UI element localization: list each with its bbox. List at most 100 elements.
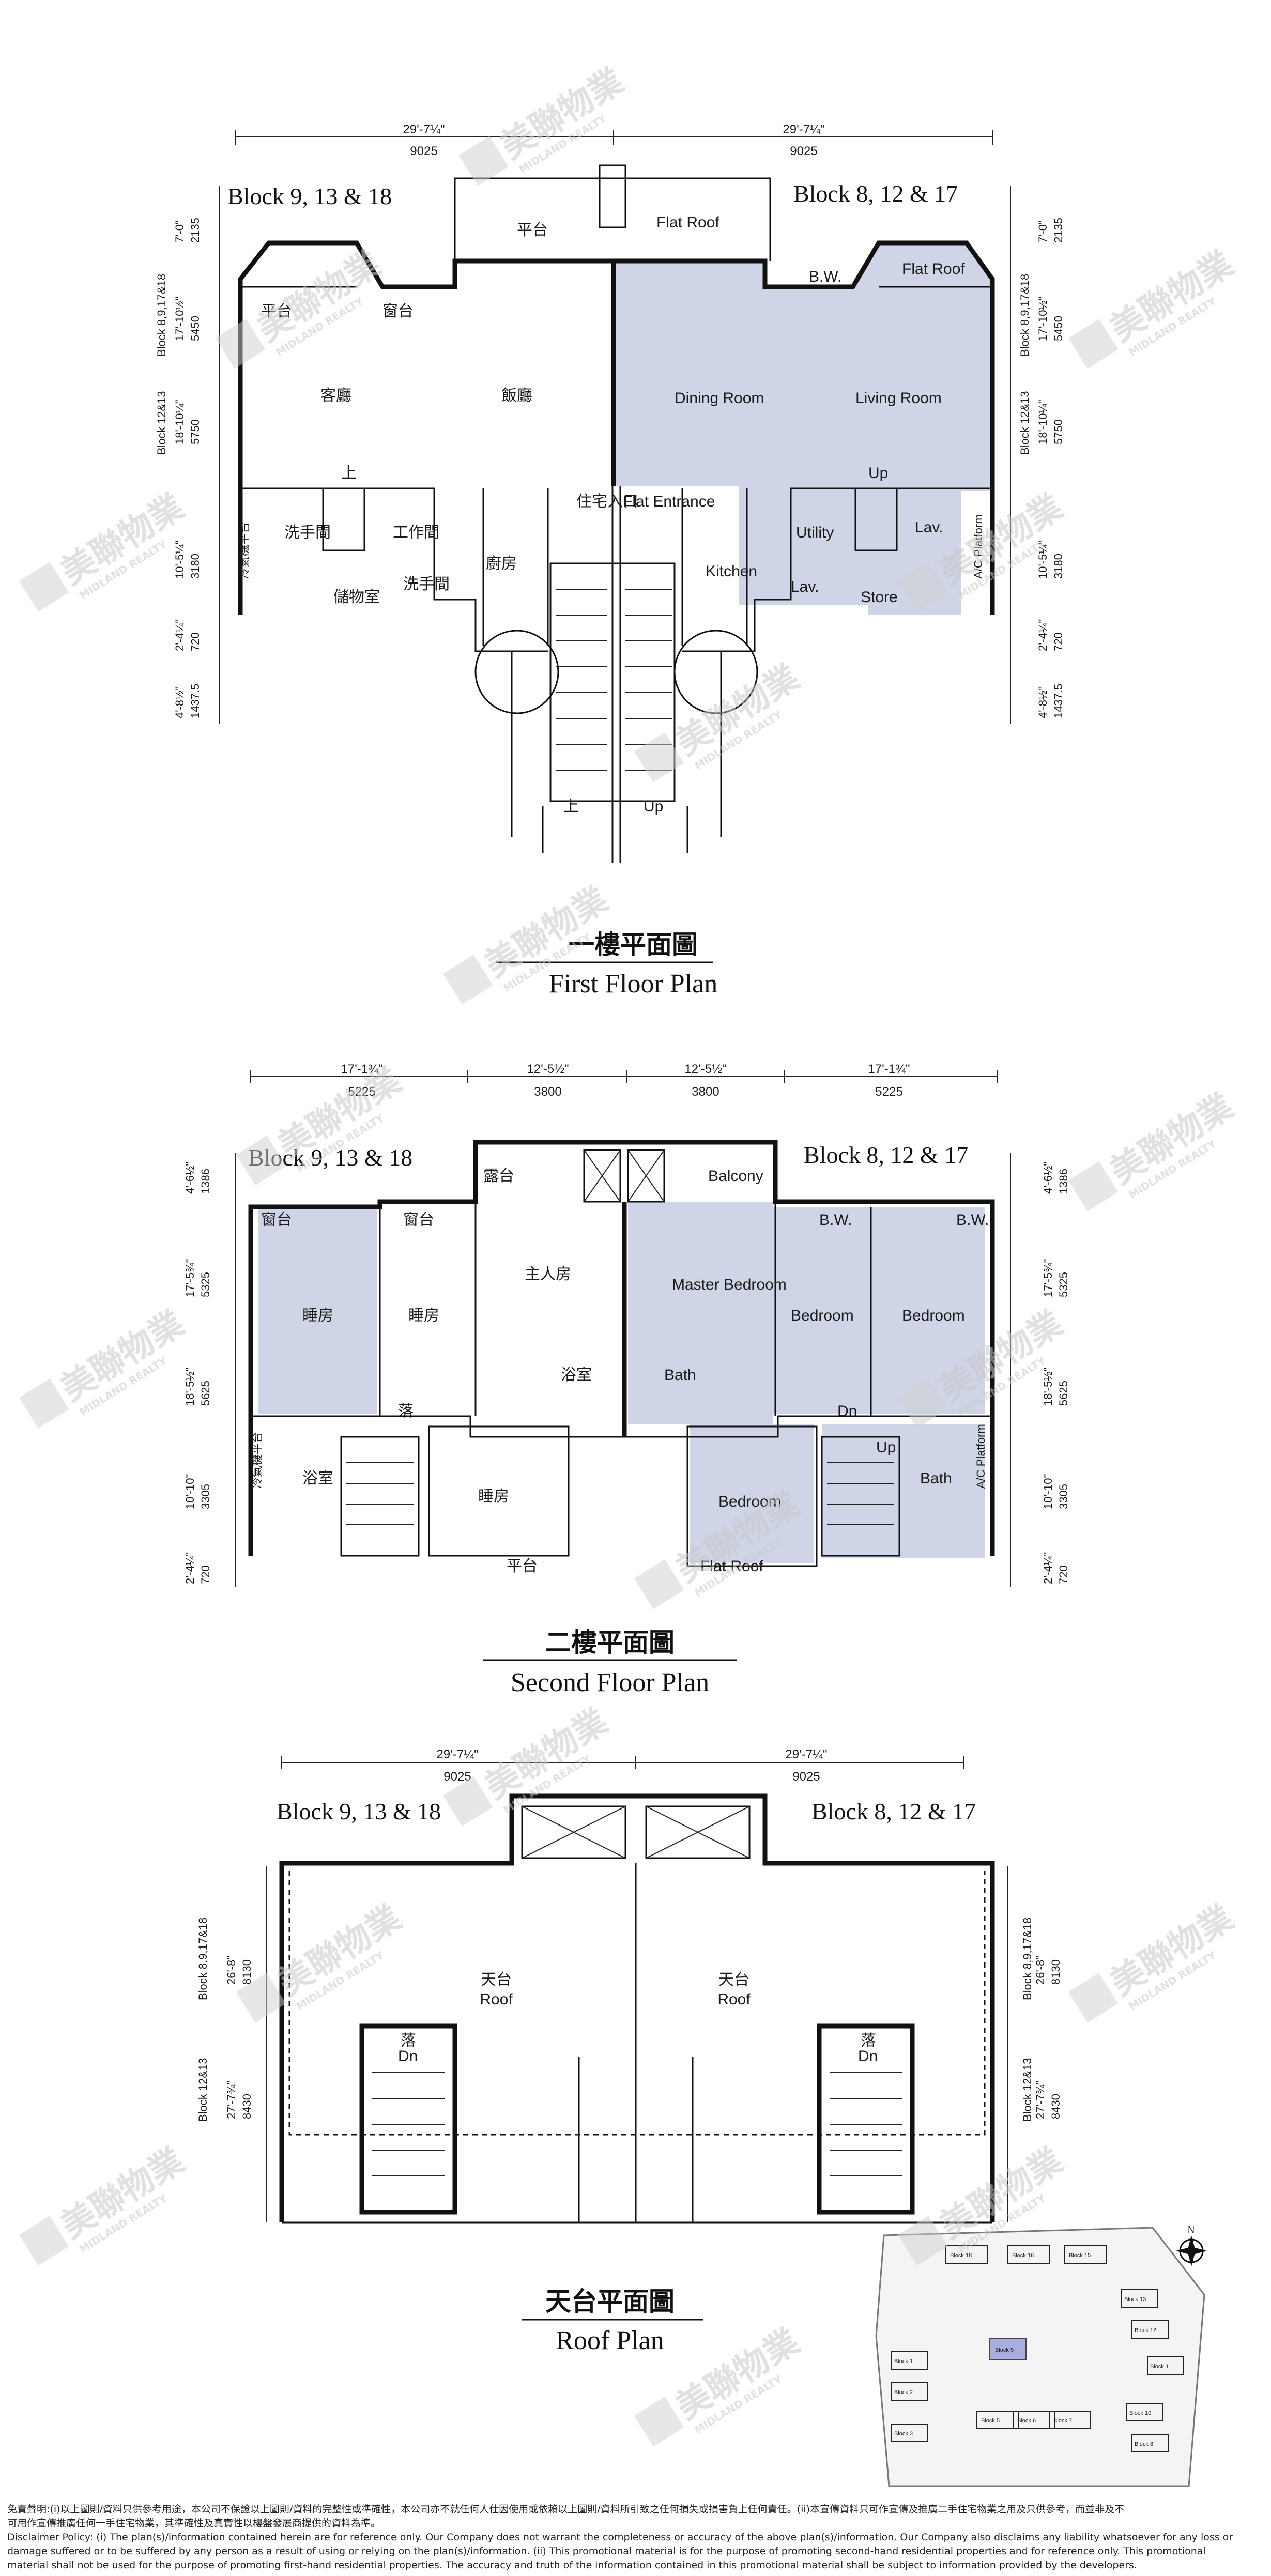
ff-room-8: 洗手間 xyxy=(284,524,331,542)
ff-room-6: 上 xyxy=(341,464,357,482)
svg-text:26'-8": 26'-8" xyxy=(1034,1956,1047,1985)
ff-block-left: Block 9, 13 & 18 xyxy=(227,183,392,209)
site-label-2: Block 16 xyxy=(1012,2252,1034,2259)
svg-text:Block 8,9,17&18: Block 8,9,17&18 xyxy=(155,274,168,357)
svg-text:5750: 5750 xyxy=(189,419,202,444)
ff-room-7: 工作間 xyxy=(393,524,439,542)
sf-room-10: 睡房 xyxy=(478,1488,509,1506)
svg-text:1386: 1386 xyxy=(199,1169,212,1194)
svg-text:17'-10½": 17'-10½" xyxy=(1036,296,1049,341)
rf-block-left: Block 9, 13 & 18 xyxy=(277,1798,441,1824)
ff-flat-roof-outline xyxy=(454,177,771,261)
ff-room-en-12: Kitchen xyxy=(706,563,757,580)
site-label-9: Block 2 xyxy=(894,2389,913,2396)
ff-right-unit-fill xyxy=(614,243,992,615)
rf-room-4: Roof xyxy=(717,1991,751,2008)
site-label-15: Block 9 xyxy=(995,2347,1014,2353)
svg-text:4'-8½": 4'-8½" xyxy=(173,686,186,718)
svg-text:Block 8,9,17&18: Block 8,9,17&18 xyxy=(196,1918,209,2000)
svg-text:Block 12&13: Block 12&13 xyxy=(1021,2058,1034,2122)
sf-dim-3-mm: 3800 xyxy=(692,1085,719,1099)
ff-room-13: 住宅入口 xyxy=(576,493,638,511)
rf-room-5: 落 xyxy=(401,2032,416,2050)
svg-text:720: 720 xyxy=(199,1565,212,1584)
sf-room-9: 浴室 xyxy=(302,1469,333,1488)
sf-dim-1-mm: 5225 xyxy=(348,1085,375,1099)
sf-room-3: 窗台 xyxy=(403,1211,434,1229)
sf-room-6: 睡房 xyxy=(408,1307,439,1325)
svg-text:7'-0": 7'-0" xyxy=(1036,220,1049,243)
site-label-11: Block 5 xyxy=(981,2418,1000,2424)
ff-room-en-5: Living Room xyxy=(855,390,942,407)
site-label-1: Block 18 xyxy=(950,2252,972,2259)
svg-text:17'-5¾": 17'-5¾" xyxy=(1042,1259,1054,1297)
sf-outer-wall xyxy=(248,1140,995,1556)
svg-text:2'-4¼": 2'-4¼" xyxy=(1036,619,1049,651)
sf-room-en-10: Bath xyxy=(920,1470,952,1487)
ff-room-en-14: Up xyxy=(644,798,663,815)
ff-room-en-11: A/C Platform xyxy=(972,514,985,579)
svg-text:18'-10¼": 18'-10¼" xyxy=(1036,400,1049,444)
sf-dim-2: 12'-5½" xyxy=(527,1062,569,1076)
ff-room-1: 平台 xyxy=(261,302,292,320)
svg-text:5450: 5450 xyxy=(189,316,202,341)
disclaimer-line-4: damage suffered or to be suffered by any… xyxy=(7,2546,1206,2557)
rf-title-cn: 天台平面圖 xyxy=(545,2287,675,2316)
svg-text:4'-8½": 4'-8½" xyxy=(1036,686,1049,718)
ff-block-right: Block 8, 12 & 17 xyxy=(793,180,958,207)
site-label-10: Block 3 xyxy=(894,2431,913,2437)
sf-room-en-2: B.W. xyxy=(819,1212,852,1229)
north-arrow-icon: N xyxy=(1176,2225,1207,2266)
rf-right-stair xyxy=(817,2023,915,2215)
rf-room-8: Dn xyxy=(858,2048,878,2065)
svg-text:5450: 5450 xyxy=(1052,316,1065,341)
sf-bedroom-bottom-right xyxy=(686,1425,818,1567)
ff-room-en-7: Utility xyxy=(796,524,834,541)
svg-text:8130: 8130 xyxy=(1049,1959,1062,1985)
svg-text:17'-5¾": 17'-5¾" xyxy=(183,1259,196,1297)
disclaimer-line-3: Disclaimer Policy: (i) The plan(s)/infor… xyxy=(7,2532,1233,2543)
svg-text:720: 720 xyxy=(1057,1565,1070,1584)
site-label-5: Block 12 xyxy=(1135,2327,1156,2334)
north-label: N xyxy=(1188,2225,1195,2235)
svg-text:2135: 2135 xyxy=(1052,218,1065,243)
site-label-8: Block 1 xyxy=(894,2358,913,2365)
sf-room-en-1: Balcony xyxy=(708,1168,763,1185)
ff-dim-left-mm: 9025 xyxy=(410,144,437,158)
ff-room-14: 上 xyxy=(563,798,579,816)
sf-title-en: Second Floor Plan xyxy=(511,1668,709,1697)
sf-title-cn: 二樓平面圖 xyxy=(545,1628,675,1657)
ff-right-unit-wall xyxy=(614,240,995,615)
sf-left-dims: 4'-6½" 1386 17'-5¾" 5325 18'-5½" 5625 10… xyxy=(183,1153,236,1587)
ff-room-en-9: Lav. xyxy=(791,578,819,595)
sf-room-en-3: B.W. xyxy=(956,1212,989,1229)
sf-dim-2-mm: 3800 xyxy=(534,1085,561,1099)
ff-room-en-8: Lav. xyxy=(915,519,943,536)
svg-text:8430: 8430 xyxy=(1049,2094,1062,2119)
sf-bedroom-left-fill xyxy=(258,1207,377,1414)
svg-text:1437.5: 1437.5 xyxy=(189,684,202,718)
sf-room-en-4: Master Bedroom xyxy=(672,1276,787,1293)
ff-title-cn: 一樓平面圖 xyxy=(569,930,698,959)
sf-left-stair xyxy=(340,1436,420,1557)
sf-room-en-11: Bedroom xyxy=(718,1493,782,1510)
sf-bedroom-bottom-left xyxy=(428,1425,570,1557)
ff-left-stair xyxy=(322,487,365,551)
sf-room-en-8: Dn xyxy=(837,1403,857,1420)
site-highlight xyxy=(989,2338,1027,2360)
disclaimer-line-5: material shall not be used for the purpo… xyxy=(7,2559,1137,2571)
rf-dim-left: 29'-7¼" xyxy=(436,1747,478,1761)
ff-room-en-13: Flat Entrance xyxy=(623,493,715,510)
ff-room-9: 儲物室 xyxy=(333,588,380,606)
ff-dim-right-mm: 9025 xyxy=(790,144,817,158)
sf-room-en-5: Bedroom xyxy=(791,1307,854,1324)
svg-text:5625: 5625 xyxy=(199,1381,212,1406)
ff-room-3: 平台 xyxy=(517,221,548,239)
roof-plan: 29'-7¼" 9025 29'-7¼" 9025 Block 9, 13 & … xyxy=(196,1747,1062,2355)
sf-dim-4: 17'-1¾" xyxy=(868,1062,910,1076)
svg-text:720: 720 xyxy=(189,632,202,651)
rf-block-right: Block 8, 12 & 17 xyxy=(811,1798,976,1824)
svg-text:2'-4¼": 2'-4¼" xyxy=(183,1552,196,1584)
svg-text:8430: 8430 xyxy=(240,2094,253,2119)
rf-left-dims: 26'-8" 8130 27'-7¾" 8430 Block 8,9,17&18… xyxy=(196,1866,267,2222)
